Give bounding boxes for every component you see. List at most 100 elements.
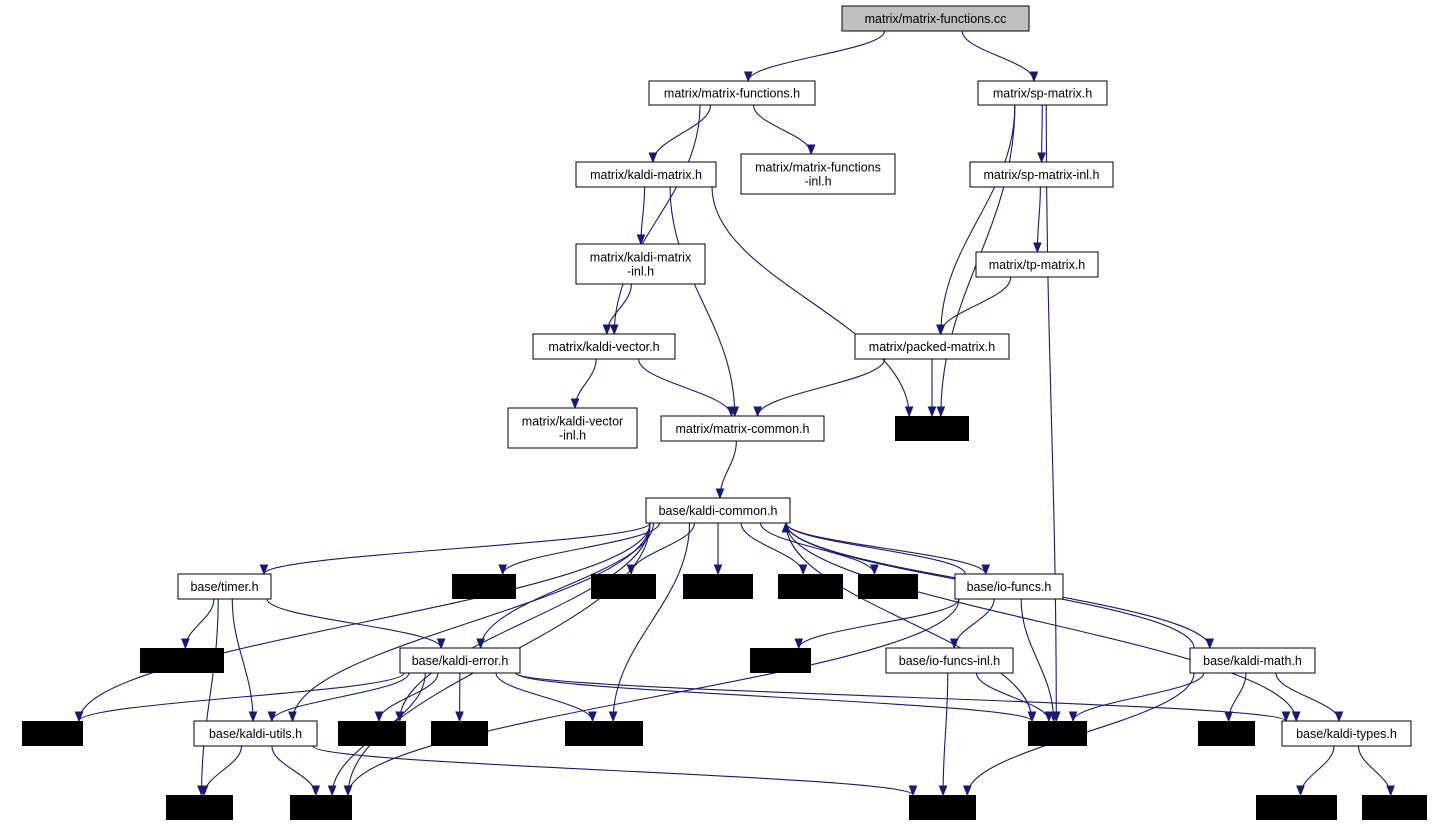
edge-keh-to-kuh — [267, 672, 410, 723]
node-label: matrix/matrix-functions — [755, 161, 881, 175]
node-kch[interactable]: base/kaldi-common.h — [645, 497, 791, 524]
node-box — [1256, 795, 1337, 820]
edge-keh-to-sstream — [374, 672, 439, 723]
node-box — [909, 795, 976, 820]
node-cctype: cctype — [750, 648, 811, 673]
node-label: base/io-funcs-inl.h — [899, 654, 1000, 668]
node-kvh[interactable]: matrix/kaldi-vector.h — [532, 333, 676, 360]
node-box — [565, 721, 643, 746]
edge-iof-to-string — [343, 598, 960, 797]
node-box — [1198, 721, 1255, 746]
node-box — [841, 5, 1030, 32]
node-box — [885, 647, 1014, 674]
node-label: matrix/kaldi-matrix — [590, 251, 692, 265]
node-box — [1189, 647, 1316, 674]
node-box — [660, 415, 825, 442]
node-label: matrix/matrix-common.h — [675, 422, 809, 436]
node-kmh[interactable]: matrix/kaldi-matrix.h — [575, 161, 717, 188]
edge-kch-to-fstream — [740, 522, 808, 576]
node-pmh[interactable]: matrix/packed-matrix.h — [854, 333, 1010, 360]
edge-mfh-to-kvh — [609, 104, 701, 336]
node-box — [431, 721, 488, 746]
node-fsttypes: fst/types.h — [1256, 795, 1337, 820]
node-tph[interactable]: matrix/tp-matrix.h — [975, 251, 1099, 278]
node-kuh[interactable]: base/kaldi-utils.h — [193, 720, 318, 747]
node-spinl[interactable]: matrix/sp-matrix-inl.h — [969, 161, 1114, 188]
edge-kmh-to-kminl — [636, 186, 646, 246]
edge-spinl-to-tph — [1033, 186, 1042, 254]
node-label: -inl.h — [804, 175, 831, 189]
node-kminl[interactable]: matrix/kaldi-matrix-inl.h — [575, 243, 706, 285]
node-mch[interactable]: matrix/matrix-common.h — [660, 415, 825, 442]
edge-pmh-to-mch — [753, 358, 886, 418]
node-label: stdexcept — [577, 727, 631, 741]
edge-sph-to-pmh — [936, 104, 1016, 336]
node-label: base/kaldi-types.h — [1296, 727, 1397, 741]
edge-iof-to-cctype — [794, 598, 960, 650]
node-box — [740, 153, 896, 195]
node-cmath: cmath — [1198, 721, 1255, 746]
node-unistd: unistd.h — [166, 795, 233, 820]
node-sstream: sstream — [338, 721, 406, 746]
edge-mfh-to-kmh — [648, 104, 712, 164]
node-label: -inl.h — [559, 429, 586, 443]
node-keh[interactable]: base/kaldi-error.h — [399, 647, 521, 674]
node-box — [575, 243, 706, 285]
edge-kch-to-iostream — [713, 523, 723, 576]
edge-mch-to-kch — [715, 440, 737, 500]
node-label: cctype — [762, 654, 798, 668]
edge-kvh-to-kvinl — [570, 358, 597, 410]
node-cstring: cstring — [22, 721, 83, 746]
node-box — [575, 161, 717, 188]
node-cassert: cassert — [591, 574, 656, 599]
node-label: matrix/sp-matrix.h — [993, 87, 1092, 101]
node-box — [193, 720, 318, 747]
edge-kuh-to-unistd — [199, 745, 243, 797]
node-limits: limits — [909, 795, 976, 820]
node-string: string — [290, 795, 352, 820]
edge-timer-to-keh — [266, 598, 446, 650]
node-box — [1362, 795, 1427, 820]
node-label: base/kaldi-common.h — [659, 504, 778, 518]
edge-kmath-to-cmath — [1224, 672, 1247, 723]
nodes-layer: matrix/matrix-functions.cc matrix/matrix-… — [22, 5, 1427, 820]
node-box — [1281, 720, 1412, 747]
node-box — [858, 574, 918, 599]
node-kth[interactable]: base/kaldi-types.h — [1281, 720, 1412, 747]
edge-iofinl-to-vector — [975, 672, 1054, 723]
node-iofinl[interactable]: base/io-funcs-inl.h — [885, 647, 1014, 674]
node-kvinl[interactable]: matrix/kaldi-vector-inl.h — [507, 407, 638, 449]
node-cstddef: cstddef — [452, 574, 516, 599]
node-label: limits — [928, 801, 956, 815]
node-box — [645, 497, 791, 524]
node-kmath[interactable]: base/kaldi-math.h — [1189, 647, 1316, 674]
node-iof[interactable]: base/io-funcs.h — [954, 573, 1064, 600]
node-label: stdint.h — [1374, 801, 1414, 815]
node-sph[interactable]: matrix/sp-matrix.h — [977, 80, 1108, 106]
node-label: -inl.h — [627, 265, 654, 279]
node-label: sys/time.h — [154, 654, 210, 668]
node-root[interactable]: matrix/matrix-functions.cc — [841, 5, 1030, 32]
node-label: matrix/tp-matrix.h — [989, 258, 1086, 272]
node-box — [166, 795, 233, 820]
node-box — [750, 648, 811, 673]
edge-kch-to-cstdlib — [759, 522, 879, 576]
node-box — [177, 573, 272, 600]
node-timer[interactable]: base/timer.h — [177, 573, 272, 600]
edge-kvh-to-mch — [638, 358, 736, 418]
node-box — [507, 407, 638, 449]
edge-tph-to-pmh — [936, 276, 1012, 336]
node-mfh[interactable]: matrix/matrix-functions.h — [648, 80, 816, 106]
edge-keh-to-stdexcept — [495, 672, 597, 723]
node-mfinl[interactable]: matrix/matrix-functions-inl.h — [740, 153, 896, 195]
node-label: fstream — [790, 580, 832, 594]
node-label: algorithm — [906, 422, 957, 436]
node-label: base/timer.h — [190, 580, 258, 594]
node-box — [778, 574, 843, 599]
node-label: cstring — [34, 727, 71, 741]
edge-timer-to-unistd — [197, 598, 219, 797]
edge-kuh-to-string — [271, 745, 321, 797]
node-label: matrix/sp-matrix-inl.h — [984, 168, 1100, 182]
node-fstream: fstream — [778, 574, 843, 599]
